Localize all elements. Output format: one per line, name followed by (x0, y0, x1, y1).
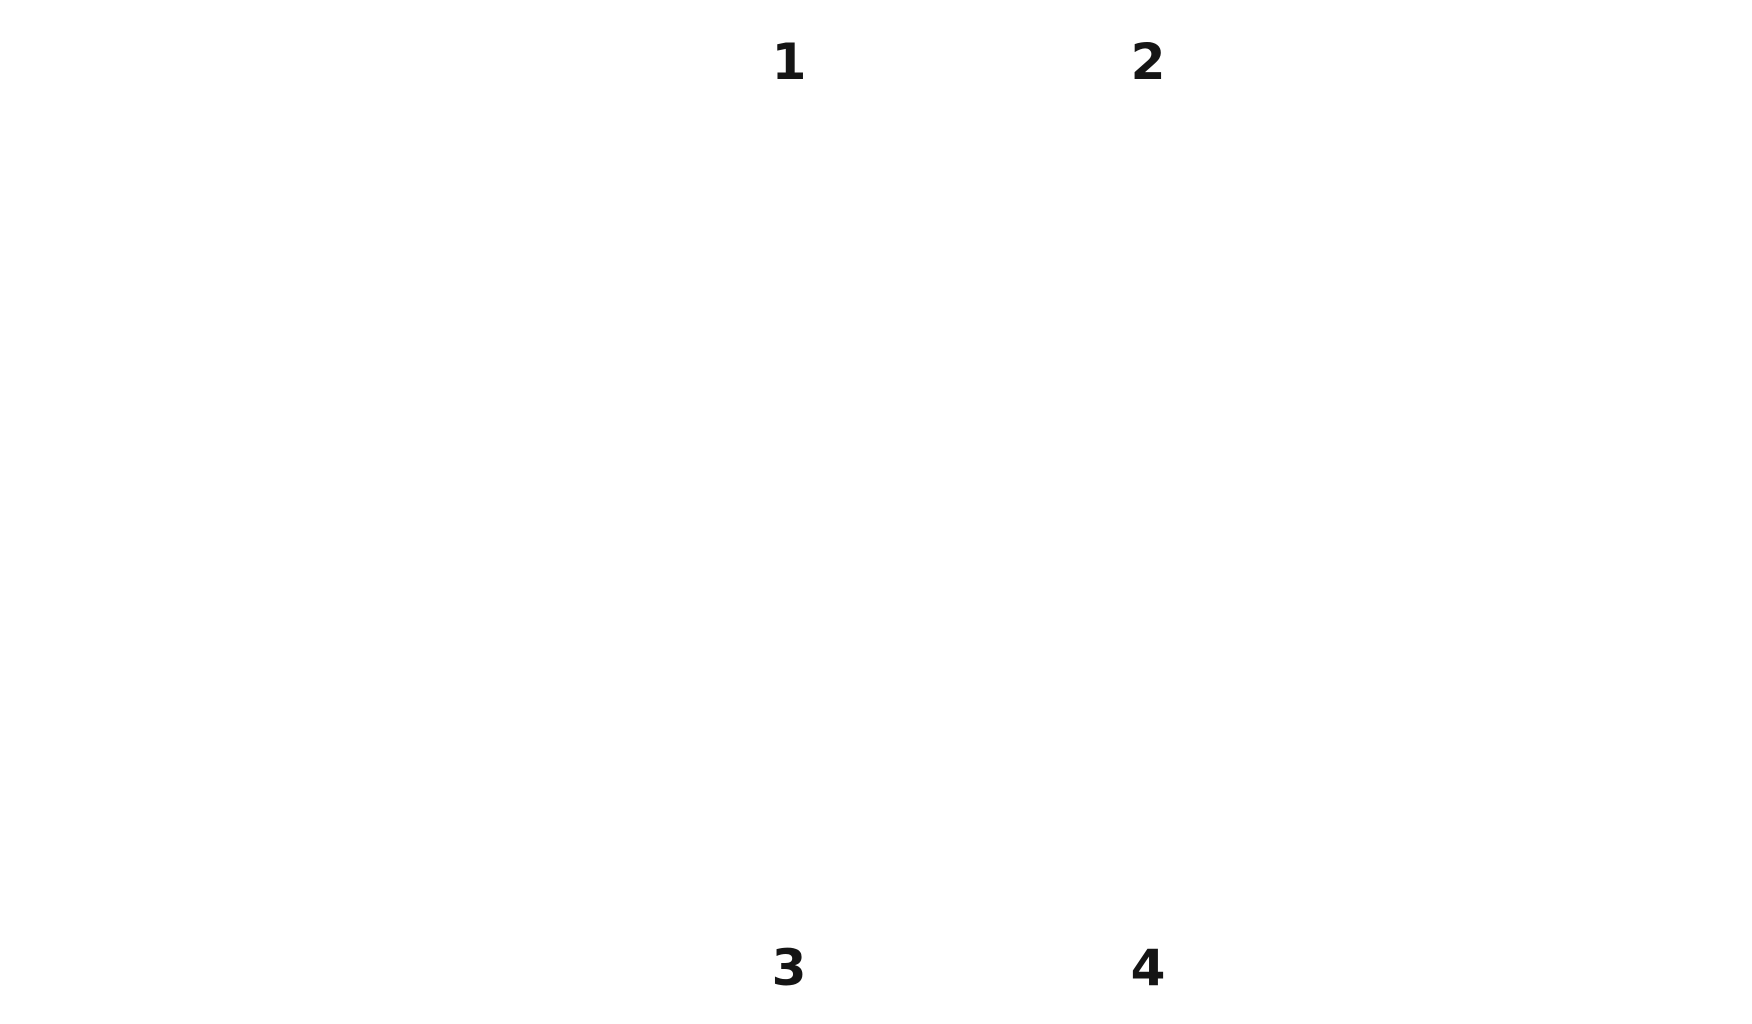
corner-label-1: 1 (771, 33, 807, 91)
corner-label-2: 2 (1130, 33, 1166, 91)
corner-label-4: 4 (1130, 939, 1166, 997)
corner-label-3: 3 (771, 939, 807, 997)
